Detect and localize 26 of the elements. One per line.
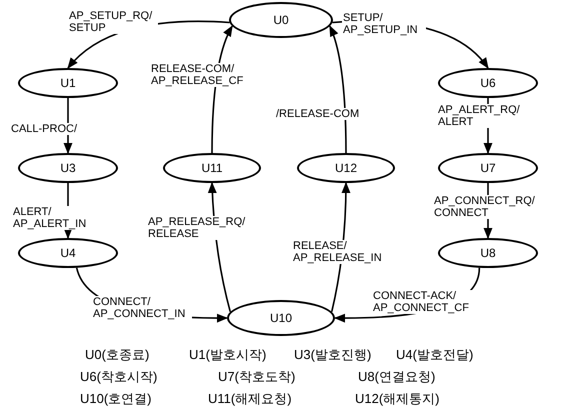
state-description: U0(호종료) (85, 346, 150, 364)
state-ellipse: U3 (18, 153, 118, 183)
state-description: U10(호연결) (80, 390, 152, 408)
state-description: U11(해제요청) (208, 390, 292, 408)
state-description: U12(해제통지) (355, 390, 440, 408)
state-ellipse: U1 (18, 68, 118, 98)
state-ellipse: U6 (438, 68, 538, 98)
state-ellipse: U11 (163, 153, 261, 183)
state-ellipse: U12 (297, 153, 395, 183)
state-ellipse: U0 (229, 2, 333, 38)
state-description: U6(착호시작) (80, 368, 158, 386)
edge-label: CALL-PROC/ (10, 123, 78, 135)
state-ellipse: U10 (227, 300, 335, 336)
state-ellipse: U8 (438, 238, 538, 268)
edge-label: CONNECT/ AP_CONNECT_IN (92, 296, 192, 320)
state-description: U4(발호전달) (396, 346, 474, 364)
edge-label: /RELEASE-COM (275, 108, 360, 120)
state-description: U7(착호도착) (218, 368, 296, 386)
state-ellipse: U4 (18, 238, 118, 268)
state-ellipse: U7 (438, 153, 538, 183)
arrow (329, 25, 347, 153)
state-description: U8(연결요청) (358, 368, 436, 386)
state-description: U1(발호시작) (189, 346, 266, 364)
edge-label: AP_SETUP_RQ/ SETUP (68, 10, 158, 34)
state-description: U3(발호진행) (294, 346, 372, 364)
edge-label: SETUP/ AP_SETUP_IN (342, 12, 426, 36)
